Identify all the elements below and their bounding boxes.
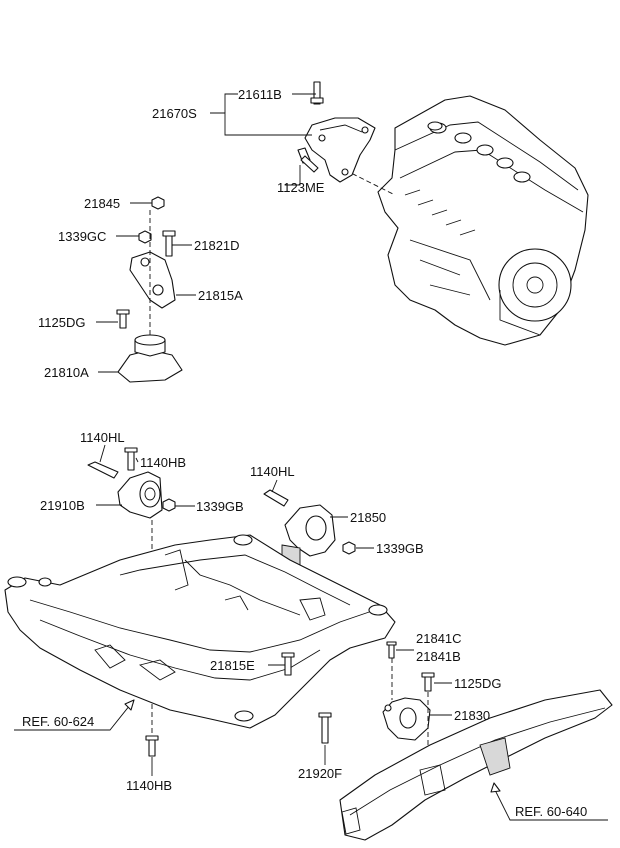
nut-icon <box>151 196 165 210</box>
engine-block-icon <box>377 95 589 346</box>
label-21670s: 21670S <box>152 106 197 121</box>
leader-lines <box>14 93 608 821</box>
label-21920f: 21920F <box>298 766 342 781</box>
label-1140hb-bottom: 1140HB <box>126 778 172 793</box>
side-member-icon <box>339 689 613 841</box>
engine-mount-bracket-icon <box>304 117 376 183</box>
insulator-bracket-icon <box>129 251 176 309</box>
bolt-icon <box>421 672 435 692</box>
nut-icon <box>162 498 176 512</box>
label-1123me: 1123ME <box>277 180 325 195</box>
label-ref-left: REF. 60-624 <box>22 714 94 729</box>
bolt-icon <box>386 641 397 659</box>
label-1125dg-top: 1125DG <box>38 315 85 330</box>
bolt-icon <box>116 309 130 329</box>
label-1339gb-right: 1339GB <box>376 541 424 556</box>
insulator-icon <box>117 471 163 519</box>
bolt-icon <box>87 461 119 479</box>
label-21841b: 21841B <box>416 649 461 664</box>
label-21910b: 21910B <box>40 498 85 513</box>
nut-icon <box>342 541 356 555</box>
label-21821d: 21821D <box>194 238 240 253</box>
label-21850: 21850 <box>350 510 386 525</box>
label-1339gb-left: 1339GB <box>196 499 244 514</box>
bolt-icon <box>124 447 138 471</box>
bolt-icon <box>162 230 176 257</box>
label-1339gc: 1339GC <box>58 229 106 244</box>
bolt-icon <box>297 147 319 173</box>
label-21815e: 21815E <box>210 658 255 673</box>
subframe-icon <box>4 534 396 729</box>
bolt-icon <box>263 489 289 507</box>
label-1140hl-left: 1140HL <box>80 430 125 445</box>
label-21810a: 21810A <box>44 365 89 380</box>
label-21845: 21845 <box>84 196 120 211</box>
bolt-icon <box>145 735 159 757</box>
insulator-icon <box>117 334 183 383</box>
nut-icon <box>138 230 152 244</box>
label-21815a: 21815A <box>198 288 243 303</box>
label-1125dg-bottom: 1125DG <box>454 676 501 691</box>
label-21841c: 21841C <box>416 631 462 646</box>
label-21830: 21830 <box>454 708 490 723</box>
bolt-icon <box>310 81 324 105</box>
bolt-icon <box>318 712 332 744</box>
label-21611b: 21611B <box>238 87 282 102</box>
label-1140hl-mid: 1140HL <box>250 464 295 479</box>
insulator-icon <box>382 697 431 741</box>
label-1140hb-top: 1140HB <box>140 455 186 470</box>
label-ref-right: REF. 60-640 <box>515 804 587 819</box>
